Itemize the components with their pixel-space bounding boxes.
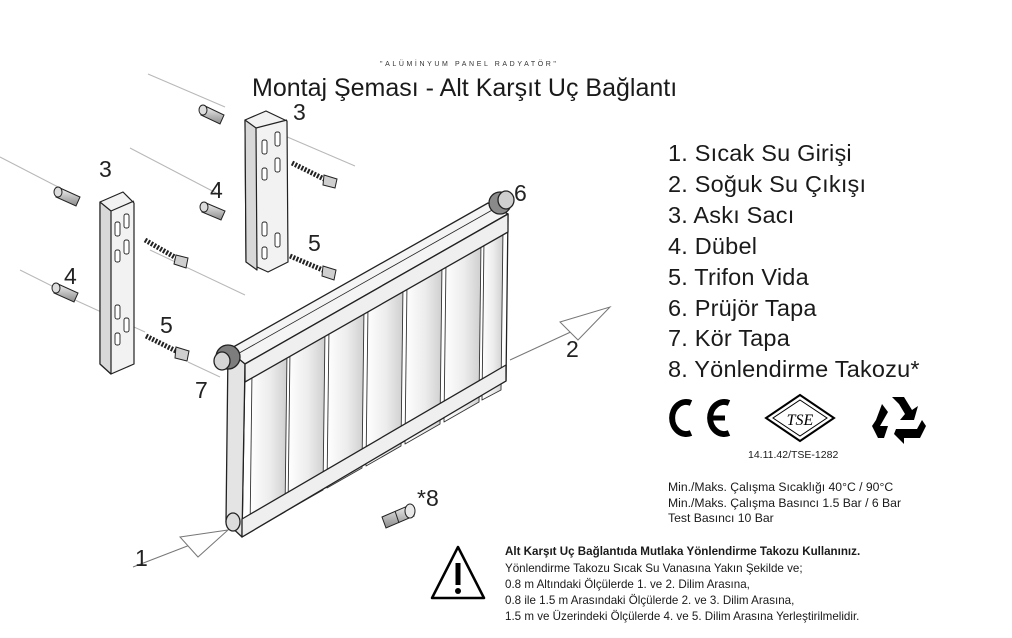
callout-bleed-plug: 6	[514, 180, 527, 206]
bracket-left	[99, 191, 135, 375]
legend-item: 7. Kör Tapa	[668, 325, 790, 352]
tse-code: 14.11.42/TSE-1282	[748, 449, 839, 461]
dowel-left	[51, 282, 79, 303]
callout-inlet: 1	[135, 545, 148, 571]
warning-triangle-icon	[430, 545, 486, 600]
tse-mark: TSE	[764, 393, 836, 443]
dowel-top-right	[198, 104, 225, 125]
dowel-right	[199, 201, 226, 221]
spec-line: Test Basıncı 10 Bar	[668, 511, 774, 526]
screw-2	[144, 333, 190, 362]
callout-bracket-left: 3	[99, 156, 112, 182]
radiator	[213, 190, 515, 538]
warning-line: Yönlendirme Takozu Sıcak Su Vanasına Yak…	[505, 562, 803, 575]
spec-line: Min./Maks. Çalışma Basıncı 1.5 Bar / 6 B…	[668, 495, 901, 510]
legend-item: 2. Soğuk Su Çıkışı	[668, 170, 867, 197]
page-title: Montaj Şeması - Alt Karşıt Uç Bağlantı	[252, 74, 678, 102]
brand-tagline: "ALÜMİNYUM PANEL RADYATÖR"	[380, 61, 559, 68]
legend-item: 5. Trifon Vida	[668, 263, 809, 290]
legend-item: 6. Prüjör Tapa	[668, 294, 817, 321]
callout-screw-left: 5	[160, 312, 173, 338]
legend-item: 1. Sıcak Su Girişi	[668, 140, 852, 166]
legend-item: 8. Yönlendirme Takozu*	[668, 356, 920, 383]
callout-dowel-left: 4	[64, 263, 77, 289]
screw-4	[289, 253, 337, 281]
callout-screw-right: 5	[308, 230, 321, 256]
outlet-flow-arrow	[509, 305, 612, 361]
legend-item: 4. Dübel	[668, 232, 758, 259]
specifications: Min./Maks. Çalışma Sıcaklığı 40°C / 90°C…	[668, 480, 901, 527]
callout-guide-block: *8	[417, 485, 439, 511]
warning-title: Alt Karşıt Uç Bağlantıda Mutlaka Yönlend…	[505, 545, 861, 558]
ce-mark	[669, 399, 731, 437]
svg-text:TSE: TSE	[787, 412, 814, 429]
dowel-top-left	[53, 186, 81, 207]
callout-blind-plug: 7	[195, 377, 208, 403]
legend-item: 3. Askı Sacı	[668, 201, 795, 228]
warning-text: Yönlendirme Takozu Sıcak Su Vanasına Yak…	[505, 561, 859, 625]
warning-line: 0.8 m Altındaki Ölçülerde 1. ve 2. Dilim…	[505, 578, 750, 591]
spec-line: Min./Maks. Çalışma Sıcaklığı 40°C / 90°C	[668, 480, 894, 494]
bracket-right	[244, 110, 289, 273]
callout-dowel-right: 4	[210, 177, 223, 203]
dowels	[51, 104, 226, 303]
guide-block	[381, 503, 416, 529]
callout-outlet: 2	[566, 336, 579, 362]
recycle-icon	[872, 397, 926, 444]
inlet-port	[225, 512, 241, 532]
parts-legend: 1. Sıcak Su Girişi 2. Soğuk Su Çıkışı 3.…	[668, 138, 920, 385]
screw-3	[290, 160, 338, 189]
radiator-fins	[249, 228, 504, 533]
callout-bracket-right: 3	[293, 99, 306, 125]
warning-line: 0.8 ile 1.5 m Arasındaki Ölçülerde 2. ve…	[505, 594, 795, 607]
inlet-flow-arrow	[132, 529, 230, 568]
screws	[143, 160, 338, 362]
screw-1	[143, 237, 189, 269]
warning-line: 1.5 m ve Üzerindeki Ölçülerde 4. ve 5. D…	[505, 610, 860, 623]
